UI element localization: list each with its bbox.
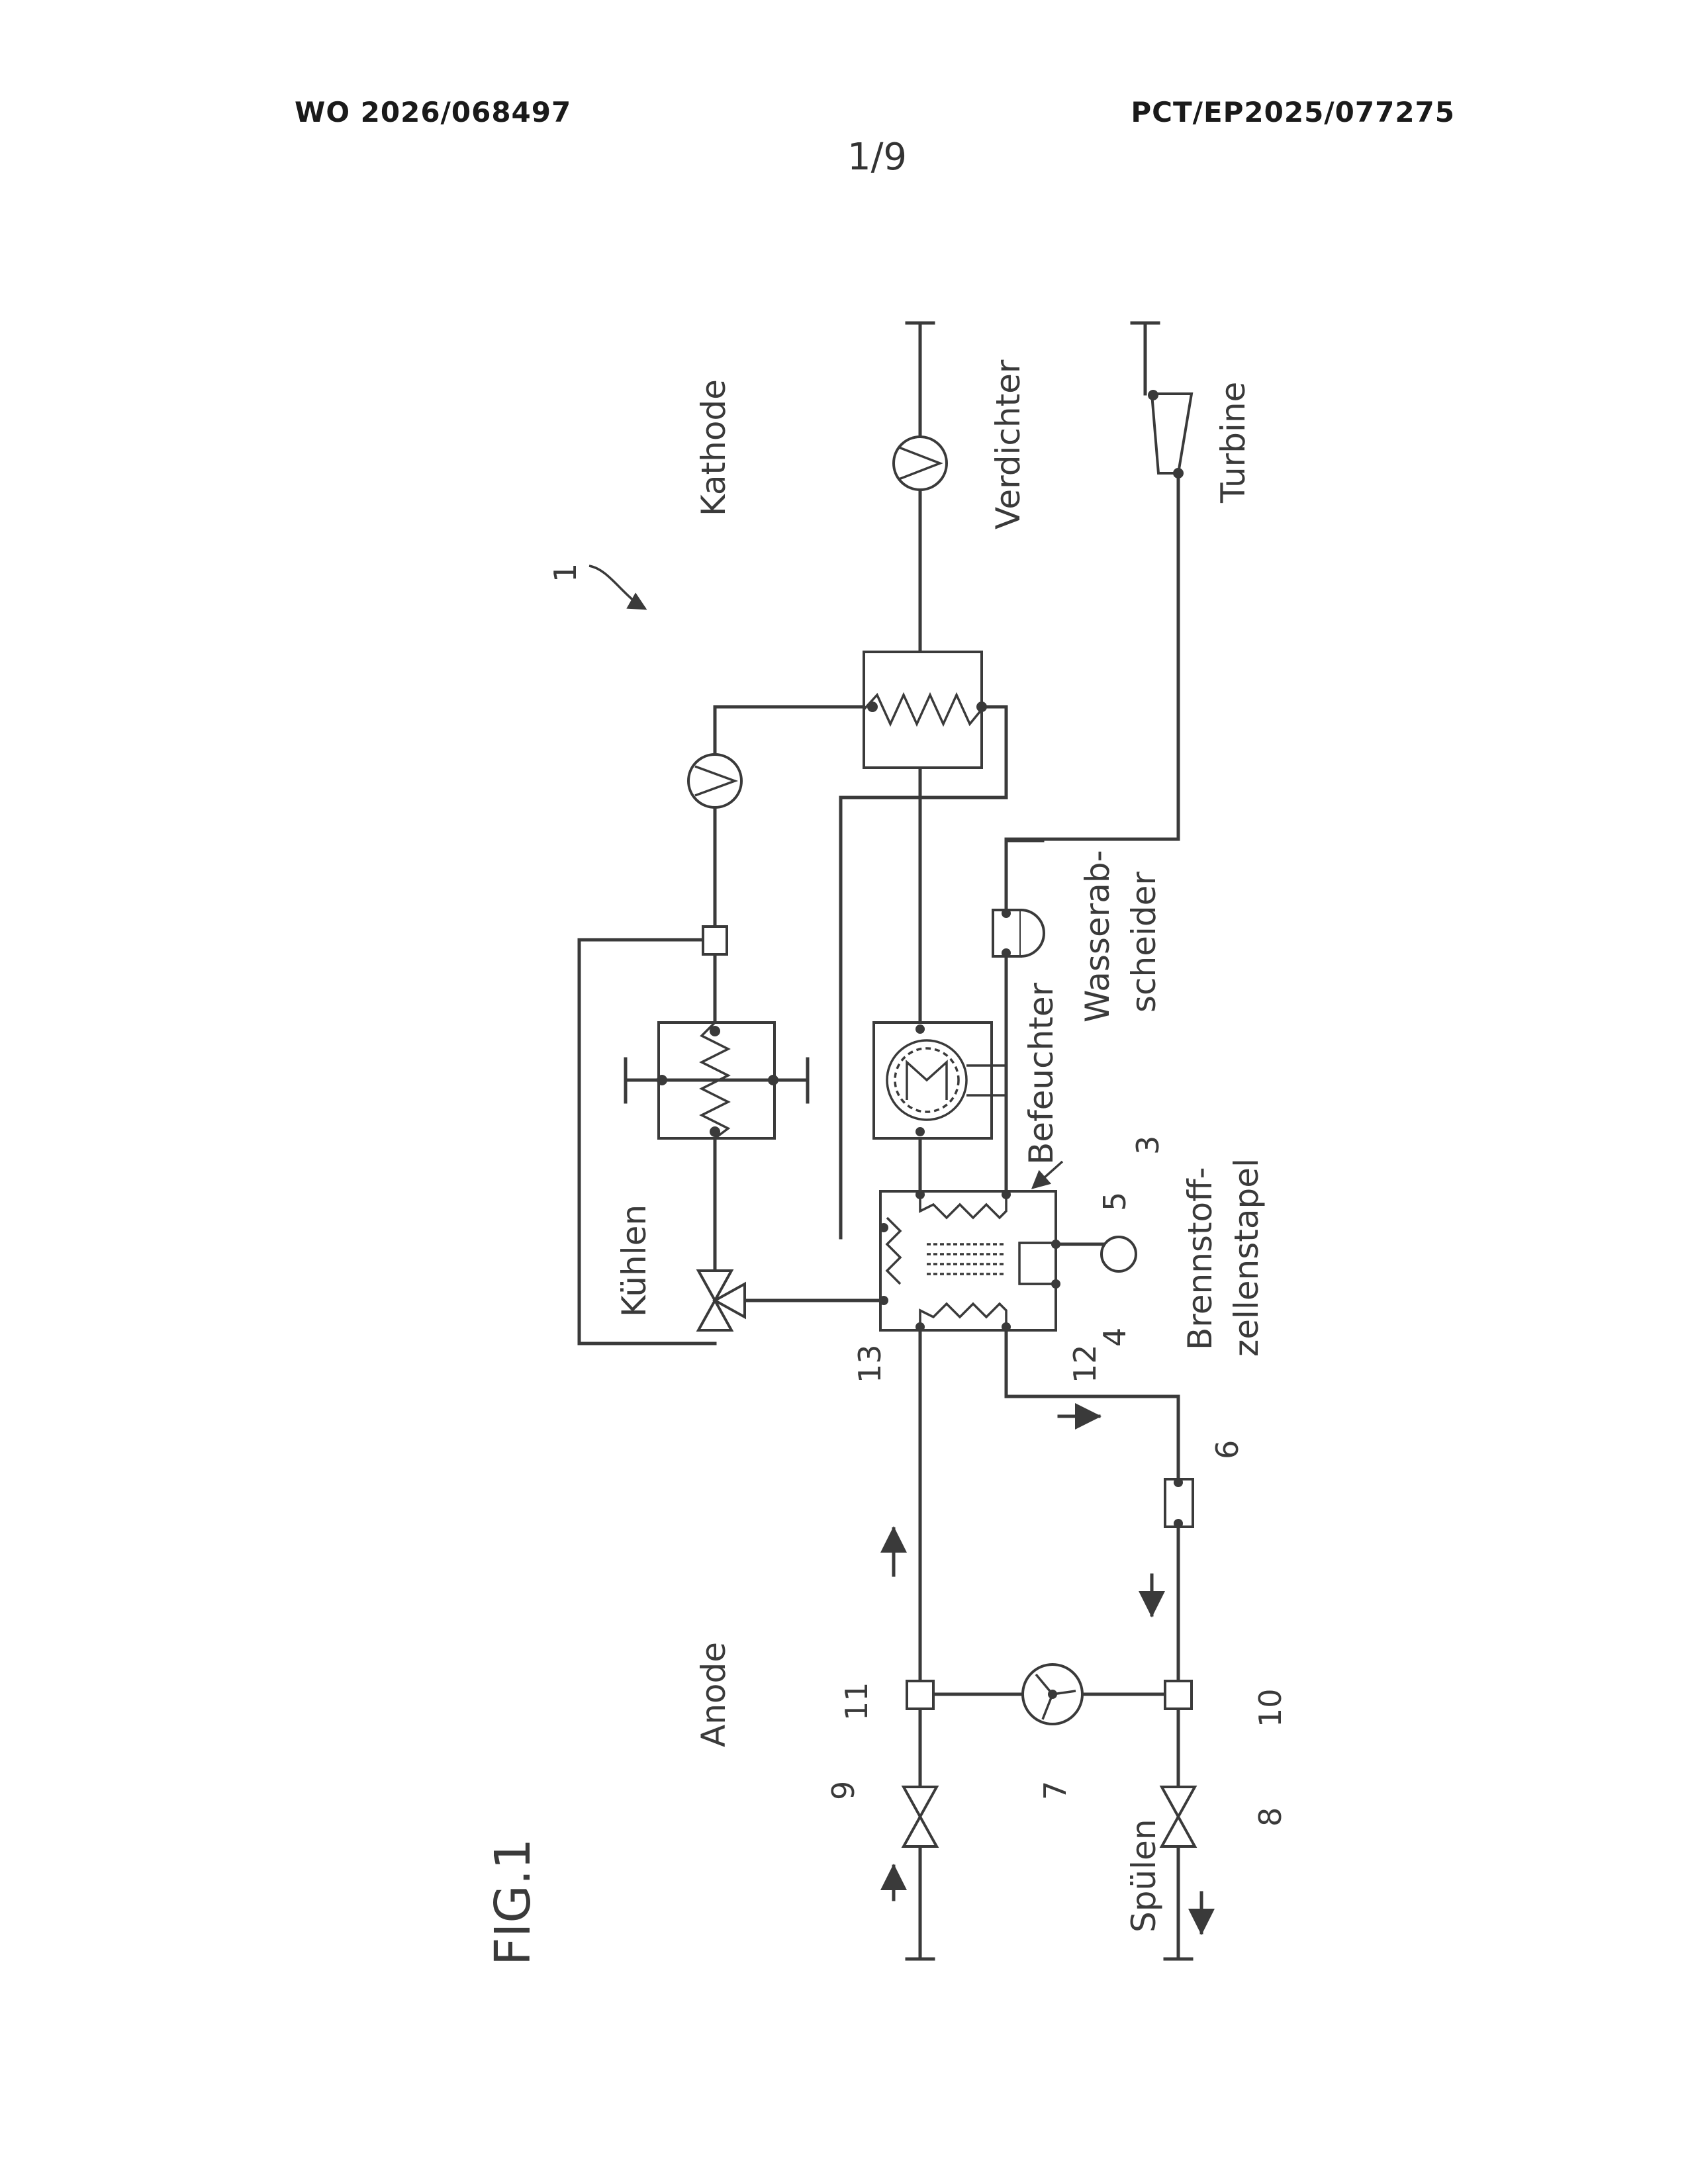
label-kuehlen: Kühlen <box>615 1205 653 1317</box>
label-anode: Anode <box>694 1642 733 1747</box>
label-wasserab-line2: scheider <box>1125 872 1163 1013</box>
label-brennstoff-line1: Brennstoff- <box>1181 1167 1219 1350</box>
ref-4: 4 <box>1097 1328 1133 1347</box>
ref-5: 5 <box>1097 1192 1133 1211</box>
numeral-3-leader <box>1033 1161 1062 1188</box>
ref-3: 3 <box>1130 1136 1166 1155</box>
ref-7: 7 <box>1037 1781 1073 1800</box>
label-turbine: Turbine <box>1214 382 1252 504</box>
coolant-return-line <box>841 707 1006 1238</box>
ref-6: 6 <box>1209 1440 1245 1459</box>
label-spuelen: Spülen <box>1125 1819 1163 1933</box>
label-brennstoff-line2: zellenstapel <box>1227 1158 1266 1357</box>
ref-12: 12 <box>1067 1344 1103 1383</box>
ref-13: 13 <box>852 1344 888 1383</box>
junction-10 <box>1165 1681 1192 1709</box>
electrical-load-icon <box>1102 1237 1136 1271</box>
numeral-1-leader <box>589 566 645 609</box>
ref-10: 10 <box>1252 1688 1288 1727</box>
cathode-exhaust-line <box>1006 473 1178 903</box>
ref-1: 1 <box>547 563 583 582</box>
ref-9: 9 <box>825 1781 861 1800</box>
ref-8: 8 <box>1252 1807 1288 1827</box>
junction-11 <box>907 1681 933 1709</box>
label-befeuchter: Befeuchter <box>1022 982 1060 1165</box>
turbine-icon <box>1152 394 1192 473</box>
label-verdichter: Verdichter <box>989 359 1027 529</box>
anode-inlet-valve-9 <box>904 1787 937 1817</box>
coolant-junction <box>703 927 727 954</box>
label-wasserab-line1: Wasserab- <box>1078 850 1117 1023</box>
label-kathode: Kathode <box>694 379 733 516</box>
ref-11: 11 <box>839 1682 874 1721</box>
purge-valve-8 <box>1162 1787 1195 1817</box>
figure-label: FIG.1 <box>485 1839 541 1966</box>
